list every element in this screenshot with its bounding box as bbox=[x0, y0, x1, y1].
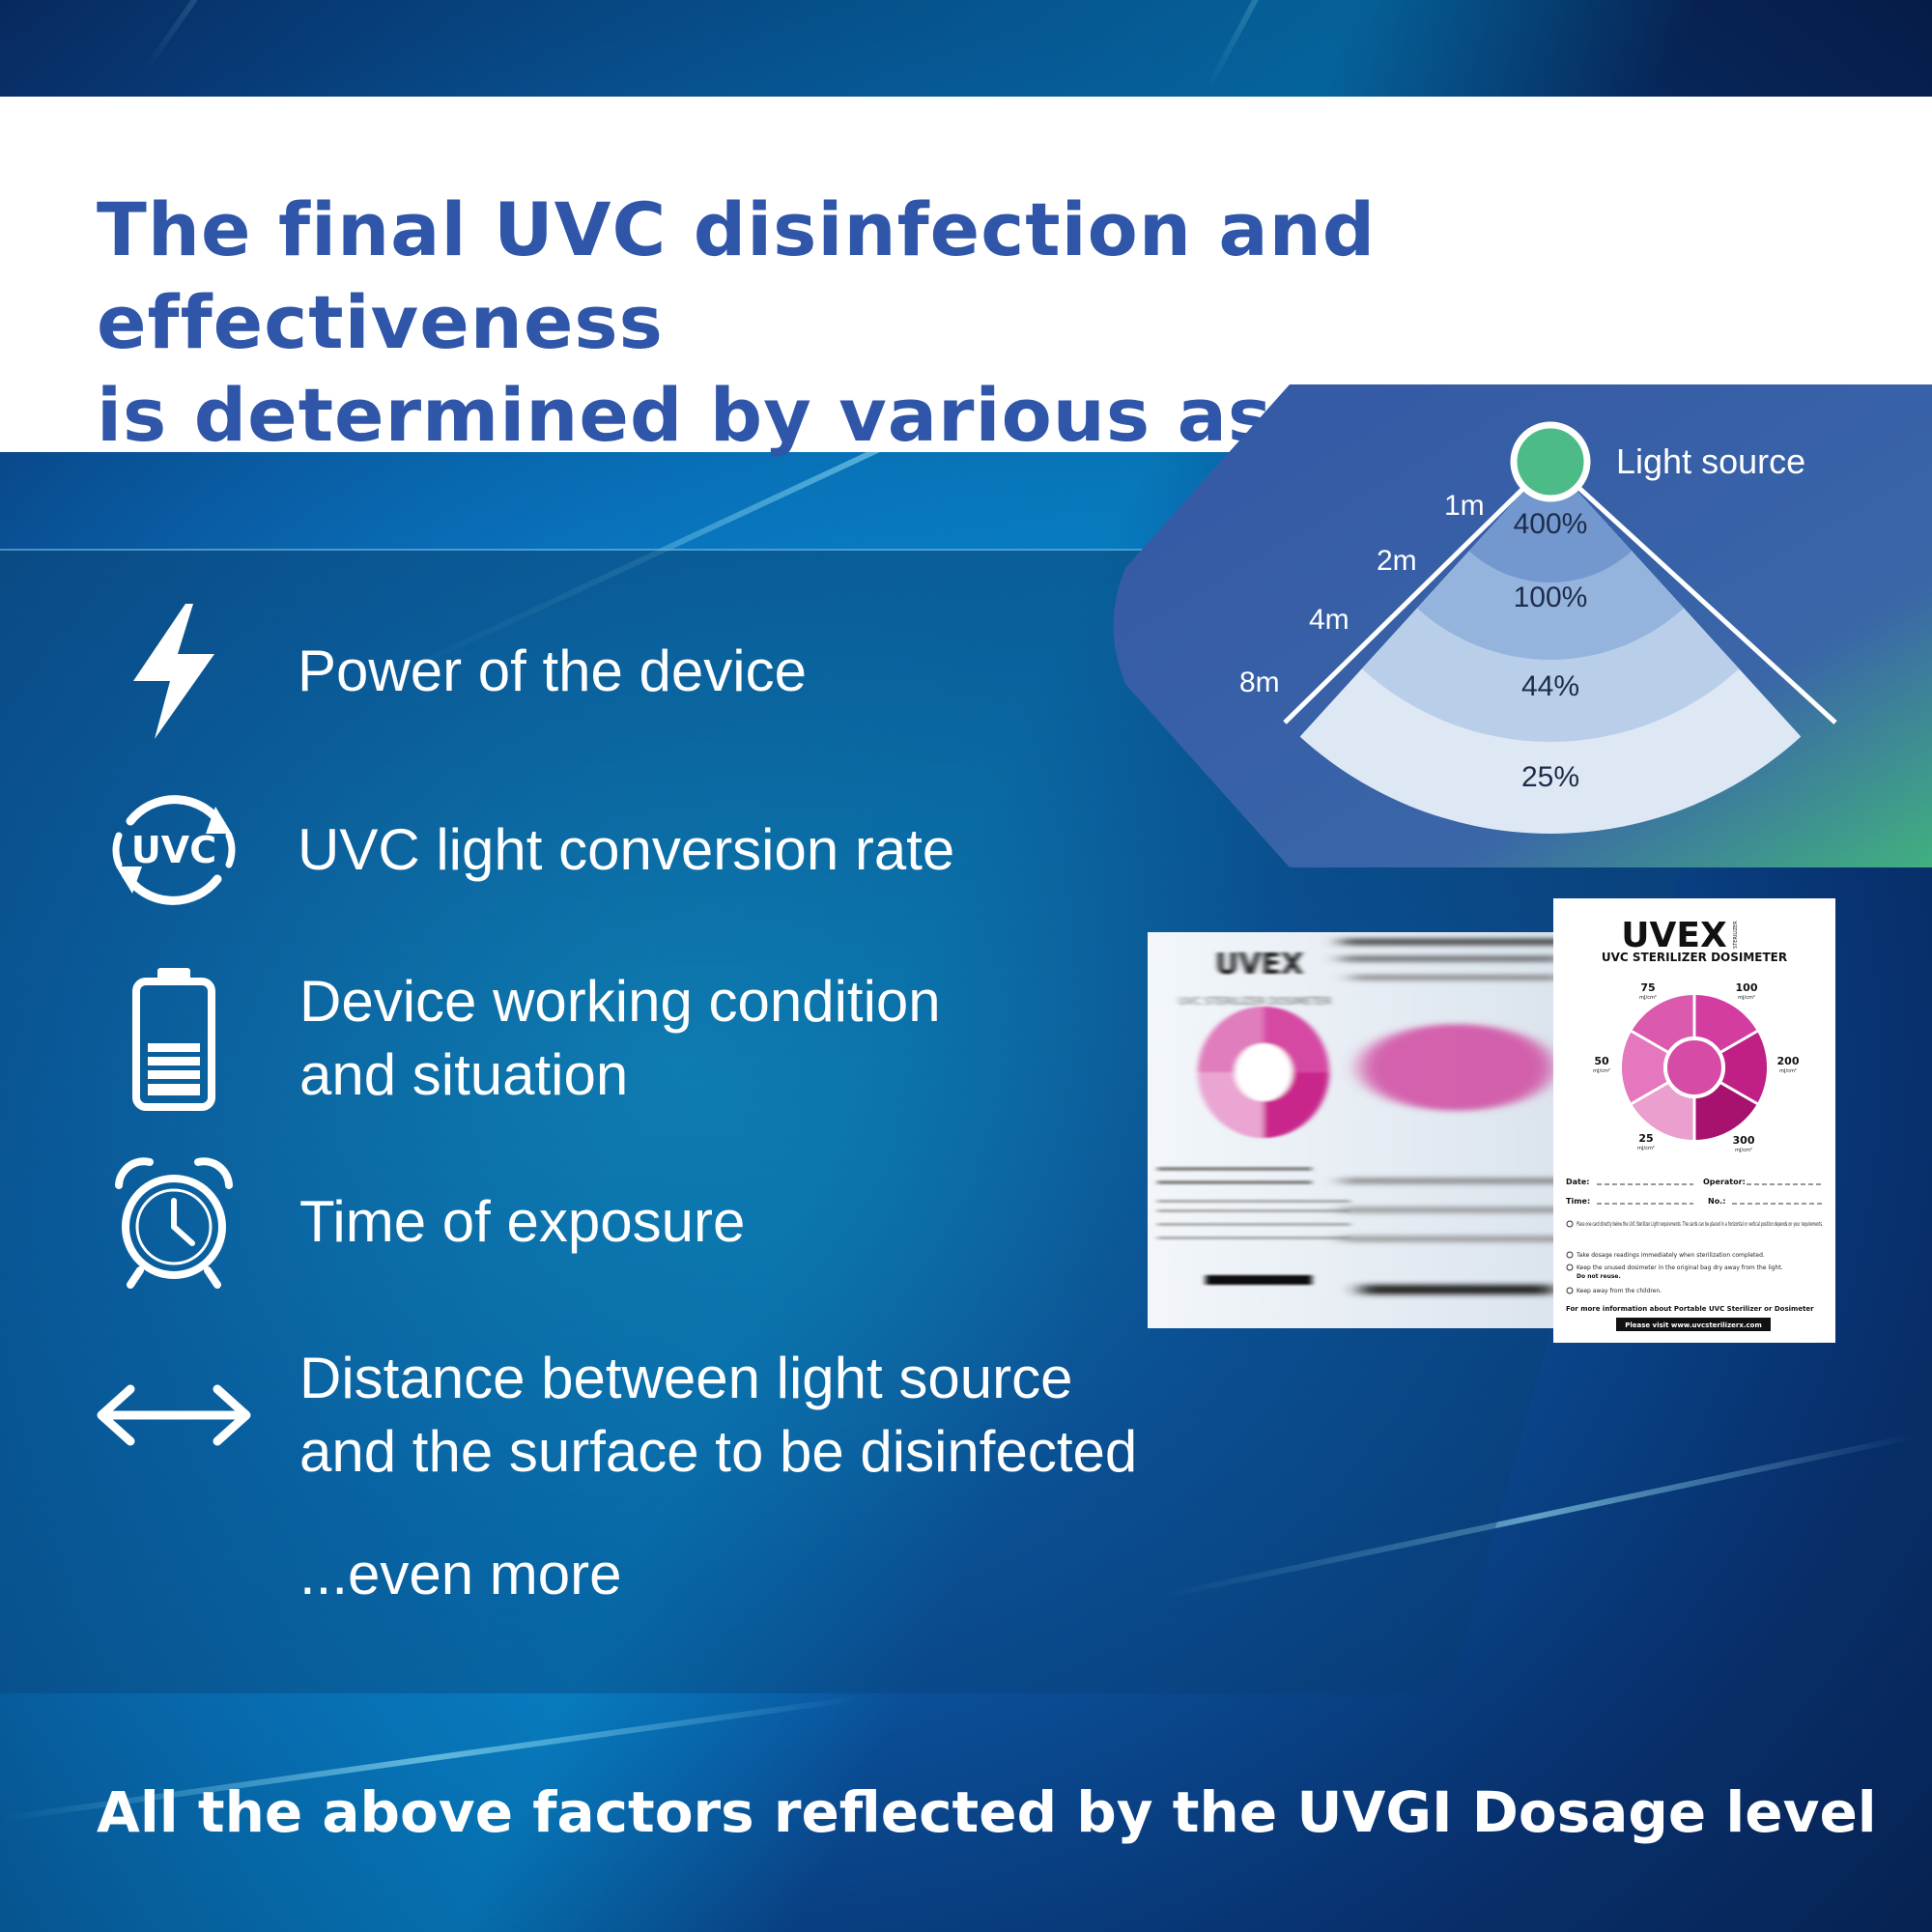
scale-value-25: 25 bbox=[1638, 1132, 1653, 1145]
factor-label-line-2: and situation bbox=[299, 1042, 629, 1107]
distance-label-8m: 8m bbox=[1239, 667, 1280, 698]
more-info-text: For more information about Portable UVC … bbox=[1566, 1305, 1814, 1313]
even-more-text: ...even more bbox=[299, 1542, 622, 1606]
factor-exposure-time: Time of exposure bbox=[77, 1154, 745, 1290]
factor-label: UVC light conversion rate bbox=[298, 817, 955, 882]
factor-label: Power of the device bbox=[298, 639, 807, 703]
blurred-card-title: UVC STERILIZER DOSIMETER bbox=[1179, 995, 1332, 1008]
factor-label: Time of exposure bbox=[299, 1189, 746, 1254]
distance-intensity-diagram: Light source 1m 2m 4m 8m 400% 100% 44% 2… bbox=[1113, 384, 1932, 867]
visit-text: Please visit www.uvcsterilizerx.com bbox=[1625, 1321, 1762, 1329]
visit-banner bbox=[1616, 1318, 1771, 1331]
card-brand-logo: UVEX bbox=[1621, 916, 1727, 955]
title-line-1: The final UVC disinfection and effective… bbox=[97, 186, 1377, 365]
scale-value-300: 300 bbox=[1733, 1134, 1755, 1147]
distance-label-4m: 4m bbox=[1309, 604, 1350, 636]
cone-edge-left bbox=[1283, 460, 1552, 724]
factor-working-condition: Device working condition and situation bbox=[77, 961, 941, 1116]
dosimeter-color-wheel bbox=[1621, 995, 1768, 1140]
instruction-3: Keep the unused dosimeter in the origina… bbox=[1577, 1264, 1783, 1271]
card-title: UVC STERILIZER DOSIMETER bbox=[1602, 951, 1787, 964]
scale-value-200: 200 bbox=[1777, 1055, 1800, 1067]
card-brand-side: STERILIZER bbox=[1733, 921, 1739, 949]
intensity-25: 25% bbox=[1521, 761, 1579, 793]
instruction-4: Keep away from the children. bbox=[1577, 1288, 1662, 1294]
no-label: No.: bbox=[1708, 1197, 1725, 1206]
dosimeter-card: UVEX STERILIZER UVC STERILIZER DOSIMETER… bbox=[1553, 898, 1835, 1343]
intensity-100: 100% bbox=[1514, 582, 1588, 613]
footer-text: All the above factors reflected by the U… bbox=[97, 1779, 1877, 1845]
cone-edge-right bbox=[1548, 460, 1837, 724]
alarm-clock-icon bbox=[77, 1154, 270, 1290]
instruction-2: Take dosage readings immediately when st… bbox=[1576, 1252, 1765, 1259]
dosimeter-card-blurred: UVEX UVC STERILIZER DOSIMETER bbox=[1148, 932, 1573, 1328]
light-source-icon bbox=[1510, 421, 1591, 502]
time-label: Time: bbox=[1566, 1197, 1590, 1206]
factor-label-line-2: and the surface to be disinfected bbox=[299, 1419, 1138, 1484]
distance-label-1m: 1m bbox=[1444, 490, 1485, 522]
do-not-reuse: Do not reuse. bbox=[1577, 1273, 1621, 1280]
blurred-brand: UVEX bbox=[1215, 948, 1303, 981]
date-label: Date: bbox=[1566, 1178, 1590, 1186]
operator-label: Operator: bbox=[1703, 1178, 1746, 1186]
scale-unit-200: mJ/cm² bbox=[1779, 1068, 1797, 1074]
scale-unit-75: mJ/cm² bbox=[1639, 995, 1657, 1001]
lightning-icon bbox=[77, 604, 270, 739]
factor-distance: Distance between light source and the su… bbox=[77, 1338, 1137, 1492]
intensity-44: 44% bbox=[1521, 670, 1579, 702]
scale-value-100: 100 bbox=[1736, 981, 1758, 994]
factor-label-line-1: Distance between light source bbox=[299, 1346, 1073, 1410]
scale-unit-25: mJ/cm² bbox=[1637, 1146, 1655, 1151]
uvc-icon-text: UVC bbox=[131, 829, 216, 871]
distance-label-2m: 2m bbox=[1377, 545, 1417, 577]
factor-label-line-1: Device working condition bbox=[299, 969, 941, 1034]
scale-unit-300: mJ/cm² bbox=[1735, 1148, 1752, 1153]
instruction-1: Place one card directly below the UVC St… bbox=[1577, 1221, 1823, 1228]
scale-value-50: 50 bbox=[1594, 1055, 1609, 1067]
uvc-cycle-icon: UVC bbox=[77, 778, 270, 923]
light-source-label: Light source bbox=[1616, 441, 1805, 481]
dosimeter-cards: UVEX UVC STERILIZER DOSIMETER bbox=[1148, 898, 1835, 1343]
scale-unit-100: mJ/cm² bbox=[1738, 995, 1755, 1001]
battery-icon bbox=[77, 966, 270, 1111]
scale-value-75: 75 bbox=[1640, 981, 1655, 994]
factor-uvc-conversion: UVC UVC light conversion rate bbox=[77, 782, 954, 918]
scale-unit-50: mJ/cm² bbox=[1593, 1068, 1610, 1074]
double-arrow-icon bbox=[77, 1381, 270, 1449]
intensity-400: 400% bbox=[1514, 508, 1588, 540]
factor-power: Power of the device bbox=[77, 604, 807, 739]
